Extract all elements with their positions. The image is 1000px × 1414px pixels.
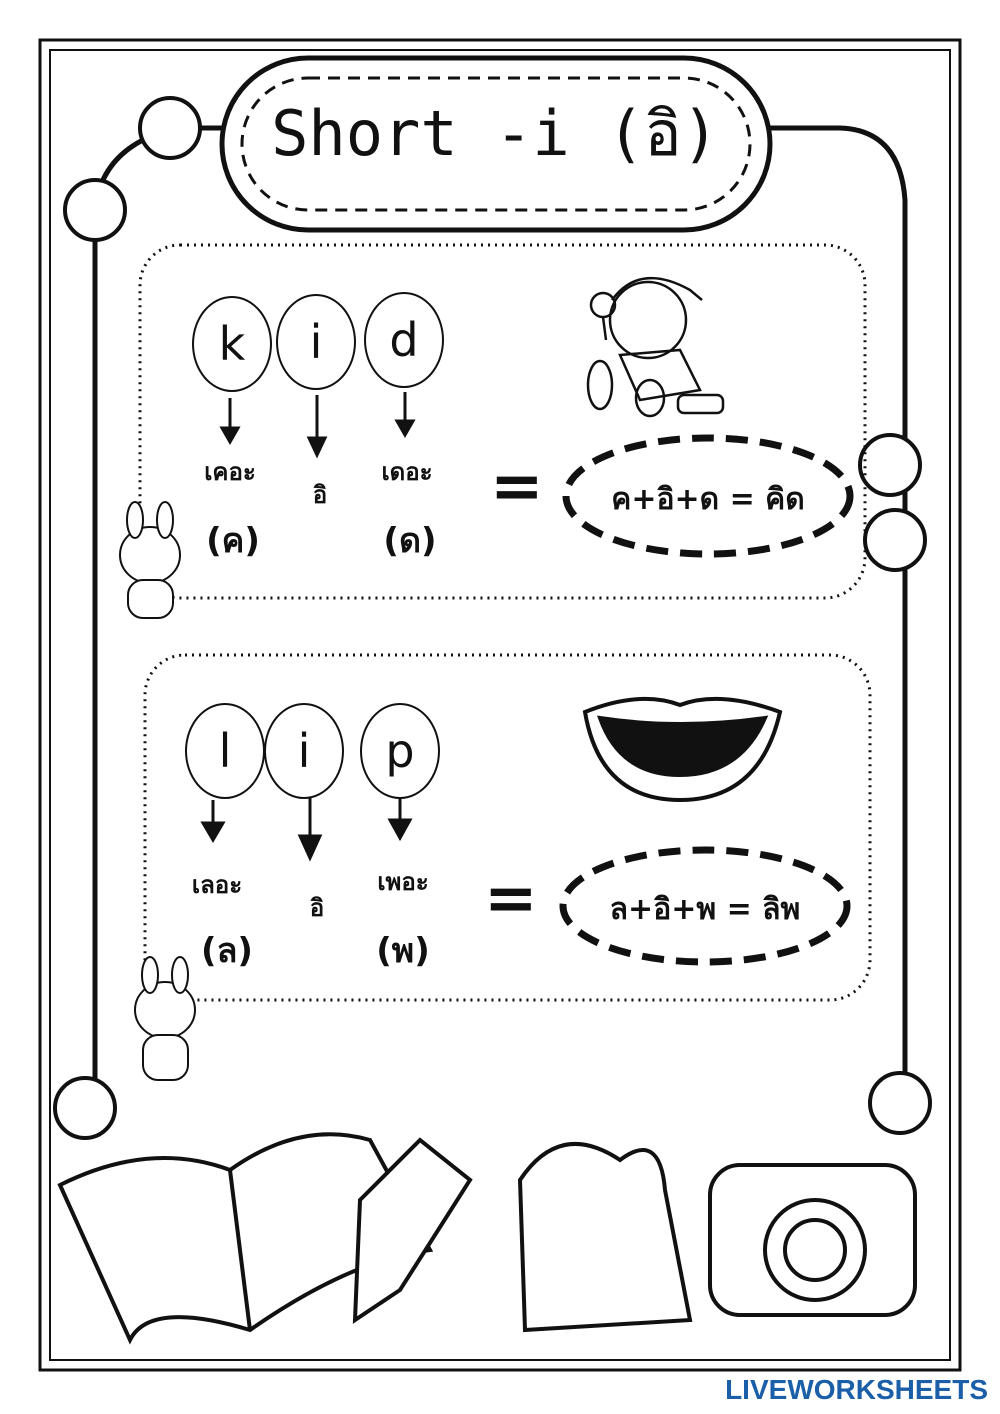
sound-label: เดอะ bbox=[381, 458, 433, 486]
bunny-illustration bbox=[119, 501, 196, 1081]
letter-d: d bbox=[364, 292, 444, 388]
page-title: Short -i (อิ) bbox=[271, 97, 719, 170]
sound-label: อิ bbox=[309, 894, 325, 922]
letter-p: p bbox=[360, 703, 440, 799]
letter-k: k bbox=[192, 296, 272, 392]
thai-letter: (ล) bbox=[201, 931, 253, 971]
bottom-illustrations bbox=[57, 1132, 917, 1345]
sound-label: เคอะ bbox=[204, 458, 256, 486]
result-text: ล+อิ+พ = ลิพ bbox=[609, 892, 801, 927]
sound-label: อิ bbox=[312, 481, 328, 509]
equals-sign: = bbox=[484, 862, 538, 936]
letter-l: l bbox=[185, 703, 265, 799]
thai-letter: (ค) bbox=[206, 521, 260, 561]
thai-letter: (ด) bbox=[383, 521, 437, 561]
letter-i: i bbox=[264, 703, 344, 799]
sound-label: เลอะ bbox=[191, 871, 243, 899]
footer-brand[interactable]: LIVEWORKSHEETS bbox=[725, 1374, 988, 1405]
sound-label: เพอะ bbox=[377, 868, 429, 896]
boy-illustration bbox=[586, 276, 725, 418]
equals-sign: = bbox=[490, 450, 544, 524]
letter-i: i bbox=[276, 294, 356, 390]
result-text: ค+อิ+ด = คิด bbox=[611, 482, 805, 517]
lips-illustration bbox=[582, 696, 783, 803]
thai-letter: (พ) bbox=[376, 931, 430, 971]
